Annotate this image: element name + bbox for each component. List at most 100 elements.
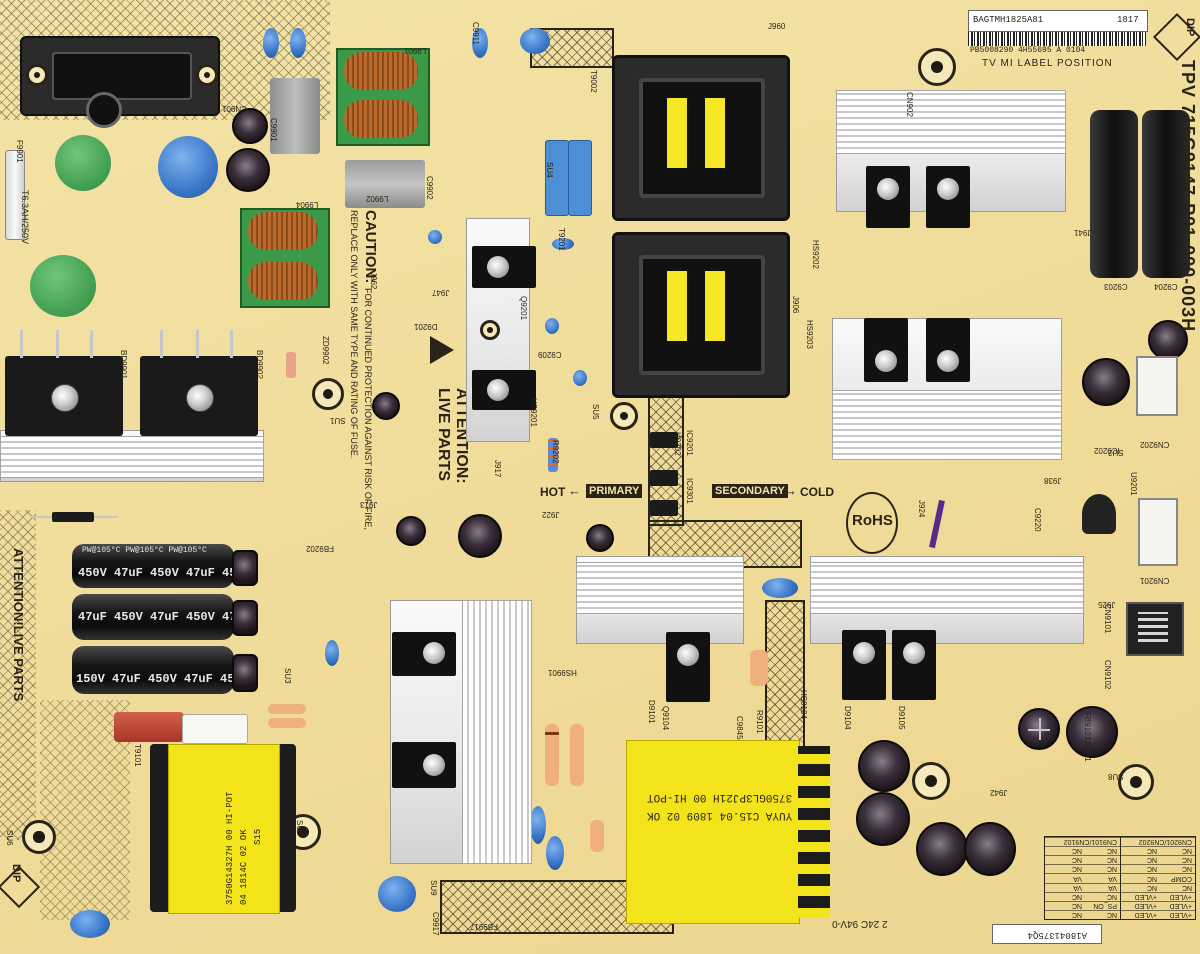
refdes-t9201: T9201: [557, 228, 566, 251]
hatch-zone-left-strip: [0, 510, 36, 840]
output-capacitor-1: [1090, 110, 1138, 278]
standby-transformer: 3750G14327H 00 HI-POT 04 1814C 02 OK S15: [150, 744, 296, 914]
refdes-t9002: T9002: [589, 70, 598, 93]
pinout-cell: NC: [1071, 911, 1082, 918]
refdes-fb9202: FB9202: [306, 544, 335, 553]
refdes-j941: J941: [1074, 228, 1092, 237]
electrolytic-capacitor-b2: [1066, 706, 1118, 758]
main-pfc-transformer-pins: [798, 746, 830, 918]
common-mode-choke-1-upper-winding: [344, 52, 418, 90]
dip-label-bottom: DIP: [10, 864, 22, 883]
y-capacitor-4: [520, 28, 550, 54]
label-position-caption: TV MI LABEL POSITION: [982, 58, 1113, 69]
optocoupler-2: [650, 470, 678, 486]
refdes-bd9901: BD9901: [119, 350, 128, 379]
film-capacitor-2: [568, 140, 592, 216]
rectifier-center: [666, 632, 710, 702]
mounting-hole-5: [912, 762, 950, 800]
label-position-area: BAGTMH1825A81 1817 PB5008290 4H55695 A 0…: [968, 10, 1148, 69]
output-capacitor-2: [1142, 110, 1190, 278]
main-transformer-lower: [612, 232, 790, 398]
refdes-c9845: C9845: [735, 716, 744, 740]
mounting-hole-7: [610, 402, 638, 430]
pinout-row-left-2: +VLED+VLED: [1121, 891, 1195, 901]
pinout-cell: VA: [1073, 874, 1082, 882]
bulk-capacitor-3-rating: 150V 47uF 450V 47uF 450: [76, 672, 242, 686]
pinout-cell: NC: [1106, 865, 1117, 873]
electrolytic-capacitor-b4: [856, 792, 910, 846]
refdes-cn9202: CN9202: [1140, 440, 1170, 449]
barcode-label-second: [968, 32, 1146, 46]
power-mosfet-primary-2: [472, 370, 536, 410]
refdes-su1: SU1: [330, 416, 346, 425]
pinout-cell: NC: [1146, 874, 1157, 882]
refdes-j906: J906: [791, 296, 800, 314]
primary-label: PRIMARY: [586, 484, 643, 498]
refdes-su7: SU7: [295, 820, 304, 836]
bottom-barcode-label: A18041375Q4: [992, 924, 1102, 944]
main-pfc-transformer-label-1: 3750GL3PJ21H 00 HI-POT: [647, 791, 793, 803]
refdes-r9101: R9101: [755, 710, 764, 734]
bulk-capacitor-1-rating: 450V 47uF 450V 47uF 450V: [78, 566, 251, 580]
refdes-j925: J925: [1098, 600, 1116, 609]
film-capacitor-1: [545, 140, 569, 216]
pinout-row-right-8: CN9101/CN9102: [1045, 837, 1120, 847]
standby-transformer-label-1: 3750G14327H 00 HI-POT: [225, 791, 235, 905]
rectifier-secondary-2: [926, 166, 970, 228]
refdes-d9105: D9105: [897, 706, 906, 730]
refdes-j922: J922: [542, 510, 560, 519]
refdes-cn901: CN901: [222, 104, 247, 113]
refdes-su9: SU9: [429, 880, 438, 896]
y-capacitor-10: [325, 640, 339, 666]
refdes-c9204: C9204: [1154, 282, 1178, 291]
pinout-cell: NC: [1071, 856, 1082, 864]
resistor-5: [268, 718, 306, 728]
refdes-hs9201: HS9201: [529, 398, 538, 427]
rectifier-secondary-6: [892, 630, 936, 700]
diode-left: [52, 512, 94, 522]
pinout-cell: NC: [1181, 847, 1192, 855]
heatsink-primary-hole: [480, 320, 500, 340]
refdes-c9902: C9902: [425, 176, 434, 200]
refdes-bd9902: BD9902: [255, 350, 264, 379]
electrolytic-capacitor-b6: [964, 822, 1016, 876]
refdes-hs9901: HS9901: [548, 668, 577, 677]
primary-hot-label: HOT ← PRIMARY: [540, 483, 643, 502]
standby-transformer-label-2: 04 1814C 02 OK: [239, 829, 249, 905]
wire-jumper-purple: [929, 499, 945, 549]
refdes-fb9101: FB9101: [1083, 712, 1092, 741]
y-capacitor-large: [158, 136, 218, 198]
pinout-cell: +VLED: [1169, 911, 1192, 918]
pinout-row-left-8: CN9201/CN9202: [1121, 837, 1195, 847]
refdes-l9901: L9901: [404, 46, 427, 55]
hot-label: HOT: [540, 485, 566, 499]
electrolytic-capacitor-small-2: [226, 148, 270, 192]
y-capacitor-13: [378, 876, 416, 912]
pinout-cell: +VLED: [1134, 892, 1157, 900]
optocoupler-1: [650, 432, 678, 448]
refdes-c9917: C9917: [431, 912, 440, 936]
refdes-su8: SU8: [1108, 772, 1124, 781]
resistor-6: [590, 820, 604, 852]
y-capacitor-9: [762, 578, 798, 598]
barcode-top-text: BAGTMH1825A81: [973, 15, 1044, 25]
refdes-cn9102: CN9102: [1103, 660, 1112, 690]
y-capacitor-14: [70, 910, 110, 938]
standby-transformer-label-3: S15: [253, 828, 263, 845]
resistor-2: [570, 724, 584, 786]
electrolytic-capacitor-b5: [916, 822, 968, 876]
refdes-cn9201: CN9201: [1140, 576, 1170, 585]
pinout-cell: CN9201/CN9202: [1138, 838, 1192, 846]
optocoupler-3: [650, 500, 678, 516]
board-model-code: TPV 715G9147-P01-000-003H: [1178, 60, 1198, 333]
pinout-cell: +VLED: [1134, 911, 1157, 918]
pinout-row-left-1: +VLED+VLED: [1121, 900, 1195, 910]
